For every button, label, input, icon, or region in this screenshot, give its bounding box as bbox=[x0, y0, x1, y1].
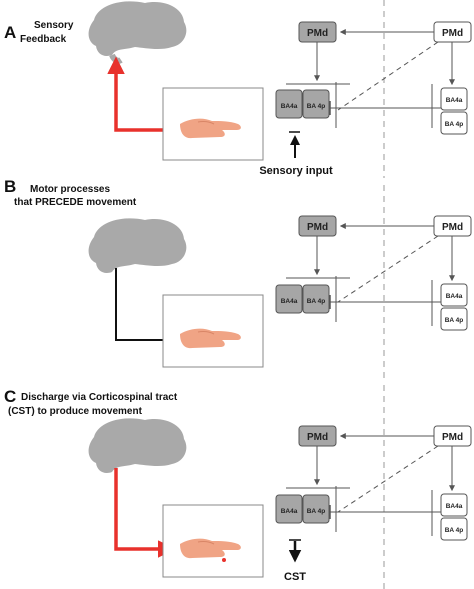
area-right-ba4a-label: BA4a bbox=[446, 503, 463, 510]
panel-caption-line-2: (CST) to produce movement bbox=[8, 406, 143, 417]
io-label: CST bbox=[284, 571, 306, 583]
area-left-ba4a-label: BA4a bbox=[281, 103, 298, 110]
hand-box bbox=[162, 294, 264, 368]
area-left-ba4p-label: BA 4p bbox=[307, 298, 326, 305]
area-left: BA4a BA 4p bbox=[275, 284, 330, 314]
io-label: Sensory input bbox=[259, 165, 333, 177]
node-pmd-left-label: PMd bbox=[307, 28, 328, 39]
panel-letter: C bbox=[4, 387, 16, 406]
node-pmd-right: PMd bbox=[433, 21, 472, 43]
node-pmd-right-label: PMd bbox=[442, 432, 463, 443]
panel-caption-line-1: Discharge via Corticospinal tract bbox=[21, 392, 178, 403]
brain-icon bbox=[88, 1, 187, 64]
area-right: BA4a BA 4p bbox=[440, 493, 468, 541]
brain-icon bbox=[88, 218, 187, 273]
area-right-ba4a-label: BA4a bbox=[446, 293, 463, 300]
node-pmd-right-label: PMd bbox=[442, 28, 463, 39]
panel-letter: B bbox=[4, 177, 16, 196]
node-pmd-left: PMd bbox=[298, 425, 337, 447]
panel-caption-line-1: Sensory bbox=[34, 20, 74, 31]
node-pmd-left-label: PMd bbox=[307, 222, 328, 233]
hand-icon bbox=[180, 328, 241, 349]
area-left: BA4a BA 4p bbox=[275, 89, 330, 119]
movement-dot bbox=[222, 558, 226, 562]
panel-caption-line-2: Feedback bbox=[20, 34, 67, 45]
hand-box bbox=[162, 504, 264, 578]
area-left-ba4a-label: BA4a bbox=[281, 508, 298, 515]
area-right-ba4p-label: BA 4p bbox=[445, 317, 464, 324]
node-pmd-left: PMd bbox=[298, 21, 337, 43]
area-right: BA4a BA 4p bbox=[440, 283, 468, 331]
node-pmd-left-label: PMd bbox=[307, 432, 328, 443]
cst-discharge-arrow bbox=[114, 468, 176, 558]
panel-letter: A bbox=[4, 23, 16, 42]
hand-icon bbox=[180, 118, 241, 139]
area-left-ba4p-label: BA 4p bbox=[307, 103, 326, 110]
node-pmd-left: PMd bbox=[298, 215, 337, 237]
feedback-arrow bbox=[107, 56, 178, 132]
area-right-ba4p-label: BA 4p bbox=[445, 527, 464, 534]
area-right-ba4p-label: BA 4p bbox=[445, 121, 464, 128]
area-left: BA4a BA 4p bbox=[275, 494, 330, 524]
motor-command-line bbox=[115, 268, 174, 341]
brain-icon bbox=[88, 418, 187, 473]
node-pmd-right: PMd bbox=[433, 215, 472, 237]
area-left-ba4p-label: BA 4p bbox=[307, 508, 326, 515]
node-pmd-right-label: PMd bbox=[442, 222, 463, 233]
circuit: PMd PMd BA4a BA 4p bbox=[275, 185, 472, 378]
circuit: PMd PMd BA4a BA 4p bbox=[275, 385, 472, 589]
area-right-ba4a-label: BA4a bbox=[446, 97, 463, 104]
area-right: BA4a BA 4p bbox=[440, 87, 468, 135]
circuit: PMd PMd BA4a BA 4p bbox=[259, 0, 472, 178]
area-left-ba4a-label: BA4a bbox=[281, 298, 298, 305]
panel-b: B Motor processes that PRECEDE movement … bbox=[4, 177, 472, 378]
node-pmd-right: PMd bbox=[433, 425, 472, 447]
panel-c: C Discharge via Corticospinal tract (CST… bbox=[4, 385, 472, 589]
panel-caption-line-2: that PRECEDE movement bbox=[14, 197, 137, 208]
hand-icon bbox=[180, 538, 241, 562]
panel-caption-line-1: Motor processes bbox=[30, 184, 110, 195]
panel-a: A Sensory Feedback PMd PMd bbox=[4, 0, 472, 178]
